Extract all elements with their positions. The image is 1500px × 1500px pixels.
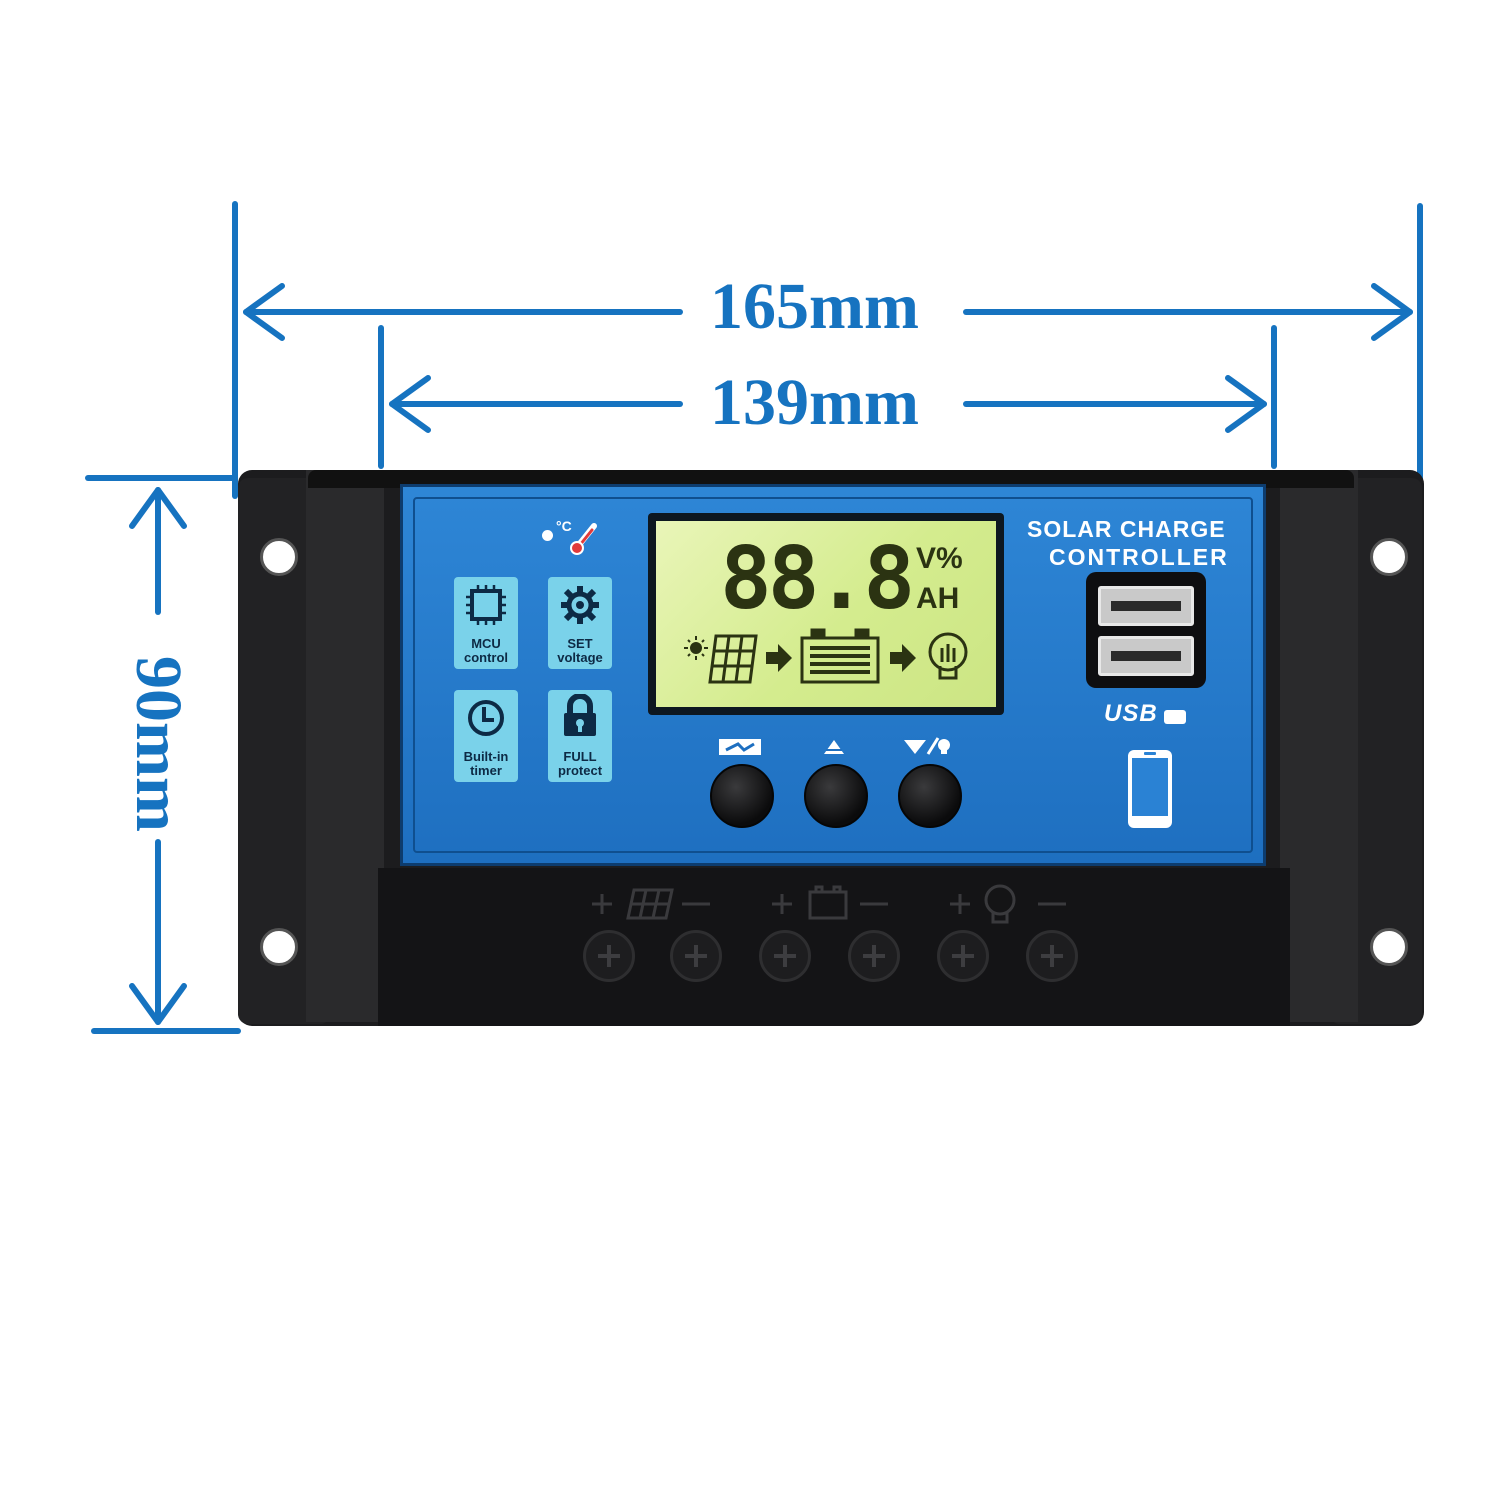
temperature-indicator: °C — [538, 516, 608, 556]
feature-label-line1: FULL — [563, 749, 597, 764]
inner-width-label: 139mm — [692, 370, 937, 436]
battery-positive-terminal[interactable] — [759, 930, 811, 982]
feature-label-line2: control — [463, 650, 509, 665]
body-shoulder-left — [306, 470, 384, 1022]
battery-terminal-icon — [808, 885, 848, 920]
arrow-right-icon — [766, 644, 792, 672]
lcd-flow-diagram — [684, 628, 968, 684]
load-negative-terminal[interactable] — [1026, 930, 1078, 982]
brand-line-1: SOLAR CHARGE — [1027, 516, 1226, 542]
top-rim — [308, 470, 1354, 488]
solar-positive-terminal[interactable] — [583, 930, 635, 982]
bulb-terminal-icon — [984, 884, 1016, 924]
panel-border — [413, 497, 1253, 853]
body-shoulder-right — [1280, 470, 1358, 1022]
arrow-right-icon — [890, 644, 916, 672]
brand-line-2: CONTROLLER — [1049, 544, 1229, 570]
feature-label-line2: voltage — [557, 650, 603, 665]
temperature-unit: °C — [556, 518, 572, 534]
chip-icon — [466, 585, 506, 625]
sun-icon — [684, 636, 708, 660]
feature-label-line1: Built-in — [463, 749, 509, 764]
battery-icon — [800, 628, 880, 684]
down-light-icon — [904, 737, 950, 755]
up-button[interactable] — [804, 764, 868, 828]
feature-label-line1: MCU — [471, 636, 501, 651]
lcd-unit-bottom: AH — [916, 582, 960, 615]
terminal-labels — [592, 884, 1066, 924]
solar-panel-icon — [708, 634, 758, 684]
gear-icon — [561, 586, 599, 624]
clock-icon — [468, 700, 504, 736]
load-positive-terminal[interactable] — [937, 930, 989, 982]
temperature-dot-icon — [542, 530, 553, 541]
feature-label-line1: SET — [567, 636, 593, 651]
usb-plug-icon — [1164, 709, 1187, 724]
menu-button[interactable] — [710, 764, 774, 828]
lcd-digits: 88.8 — [720, 529, 915, 629]
solar-panel-terminal-icon — [626, 888, 674, 920]
terminal-block — [378, 868, 1290, 1026]
down-button[interactable] — [898, 764, 962, 828]
mount-hole-top-right — [1370, 538, 1408, 576]
solar-negative-terminal[interactable] — [670, 930, 722, 982]
usb-label-text: USB — [1104, 700, 1158, 727]
lcd-unit-top: V% — [916, 542, 963, 575]
usb-port-top[interactable] — [1098, 586, 1194, 626]
mount-hole-bottom-left — [260, 928, 298, 966]
thermometer-icon — [570, 523, 597, 555]
height-label: 90mm — [122, 646, 195, 832]
bulb-icon — [928, 632, 968, 680]
feature-label-line2: protect — [557, 763, 603, 778]
phone-icon — [1128, 750, 1172, 828]
feature-label-line2: timer — [470, 763, 502, 778]
battery-negative-terminal[interactable] — [848, 930, 900, 982]
mount-hole-top-left — [260, 538, 298, 576]
menu-cycle-icon — [719, 739, 761, 755]
up-arrow-icon — [824, 740, 844, 754]
lock-icon — [564, 694, 596, 736]
usb-port-housing — [1086, 572, 1206, 688]
overall-width-label: 165mm — [692, 274, 937, 340]
usb-label: USB — [1104, 700, 1187, 727]
mount-hole-bottom-right — [1370, 928, 1408, 966]
usb-port-bottom[interactable] — [1098, 636, 1194, 676]
